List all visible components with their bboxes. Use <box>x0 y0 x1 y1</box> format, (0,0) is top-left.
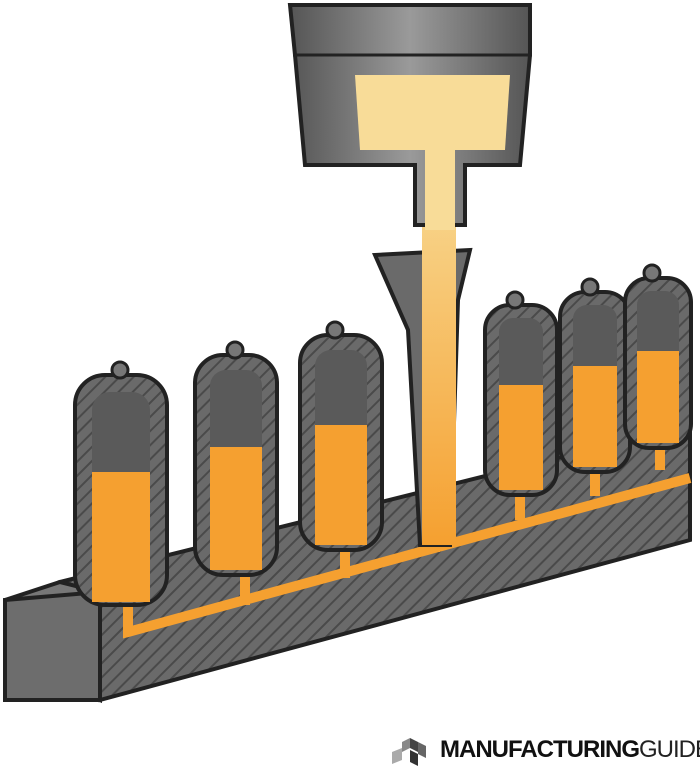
manufacturing-guide-logo: MANUFACTURINGGUIDE <box>388 730 700 770</box>
logo-text-light: GUIDE <box>638 736 700 763</box>
ladle-cup <box>287 3 532 230</box>
mold-cavity-5 <box>558 277 632 474</box>
logo-text-bold: MANUFACTURING <box>440 736 640 763</box>
mold-cavity-6 <box>623 263 693 450</box>
mold-cavity-4 <box>483 290 559 497</box>
mold-cavities <box>73 263 693 607</box>
mold-cavity-1 <box>73 360 169 607</box>
cube-logo-icon <box>392 738 426 766</box>
mold-cavity-3 <box>298 320 384 552</box>
mold-cavity-2 <box>193 340 279 577</box>
